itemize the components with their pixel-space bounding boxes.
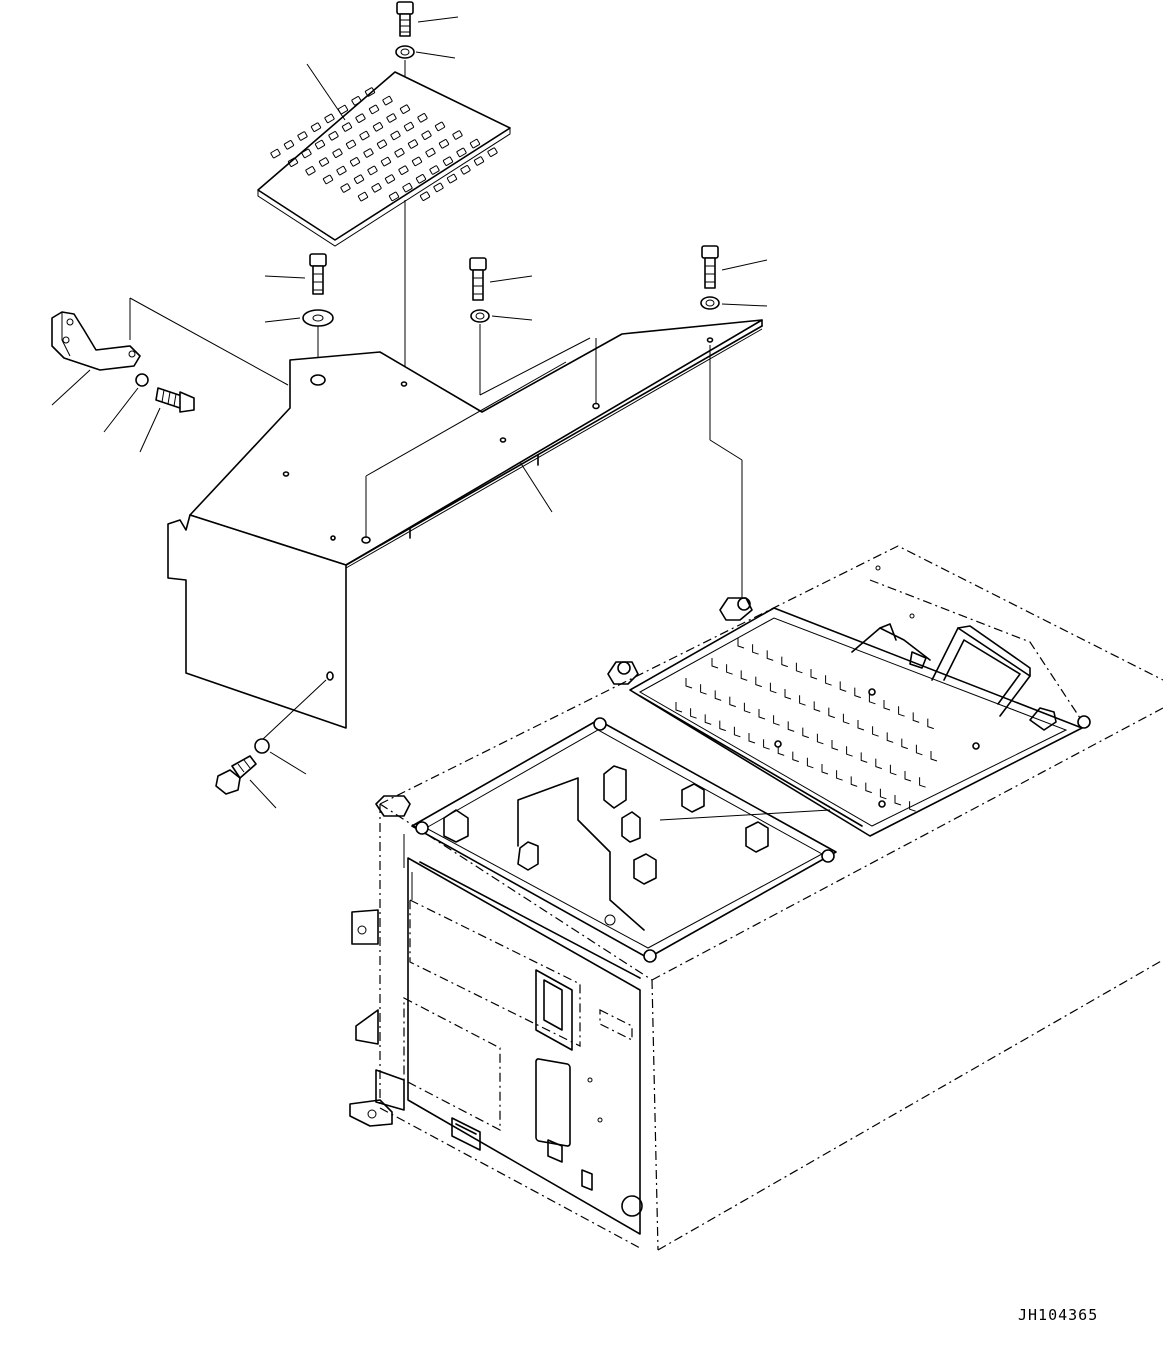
bracket [51,311,141,371]
bolt-left [309,253,327,295]
leader-line [417,16,459,23]
bolt-middle [469,257,487,301]
control-box [349,545,1163,1251]
bracket-bolt [155,387,195,413]
washer-middle [470,309,490,323]
top-washer [395,45,415,59]
bolt-right [701,245,719,289]
bracket-washer [135,373,149,387]
washer-right [700,296,720,310]
anti-slip-plate [257,71,511,247]
lower-bolt [215,755,257,795]
top-bolt [396,1,414,37]
leader-line [415,51,456,59]
main-cover [167,319,763,729]
drawing-code: JH104365 [1018,1306,1099,1324]
washer-left [302,309,334,327]
leader-line [306,63,346,121]
lower-washer [254,738,270,754]
